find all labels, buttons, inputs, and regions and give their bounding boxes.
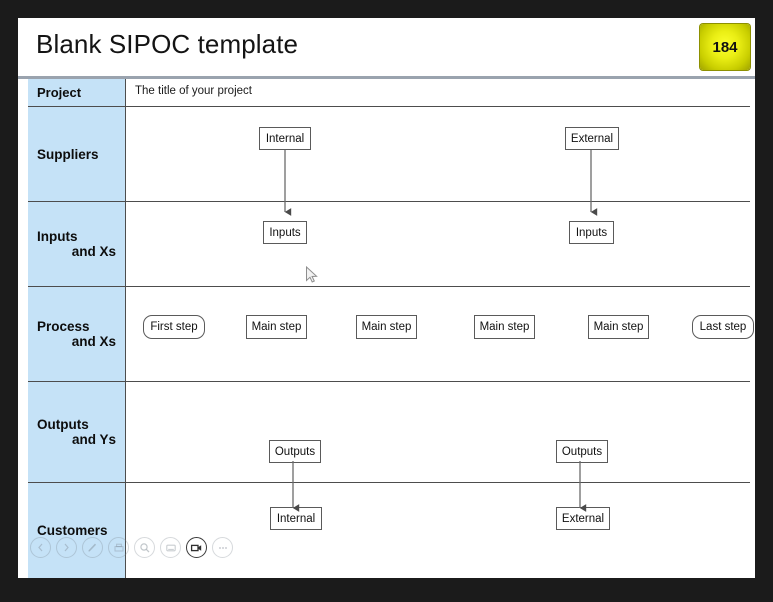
- row-label-suppliers: Suppliers: [28, 107, 126, 201]
- table-row-process: Process and Xs First step Main step Main…: [28, 287, 754, 382]
- row-body-inputs: Inputs Inputs: [126, 202, 750, 286]
- row-body-outputs: Outputs Outputs: [126, 382, 750, 482]
- process-step-3[interactable]: Main step: [356, 315, 417, 339]
- slide-header: Blank SIPOC template 184: [18, 18, 755, 76]
- camera-icon[interactable]: [186, 537, 207, 558]
- row-label-line2: and Ys: [71, 432, 116, 447]
- table-row-outputs: Outputs and Ys Outputs Outputs: [28, 382, 750, 483]
- pen-icon[interactable]: [82, 537, 103, 558]
- previous-slide-icon[interactable]: [30, 537, 51, 558]
- input-box-right[interactable]: Inputs: [569, 221, 614, 244]
- row-label-outputs: Outputs and Ys: [28, 382, 126, 482]
- process-step-4[interactable]: Main step: [474, 315, 535, 339]
- row-body-customers: Internal External: [126, 483, 750, 578]
- project-title-value: The title of your project: [135, 85, 252, 97]
- row-body-process: First step Main step Main step Main step…: [126, 287, 754, 381]
- process-step-6[interactable]: Last step: [692, 315, 754, 339]
- output-box-right[interactable]: Outputs: [556, 440, 608, 463]
- page-number-badge: 184: [700, 24, 750, 70]
- row-label-line1: Process: [37, 319, 90, 334]
- process-step-5[interactable]: Main step: [588, 315, 649, 339]
- table-row-customers: Customers Internal External: [28, 483, 750, 578]
- row-label-inputs: Inputs and Xs: [28, 202, 126, 286]
- row-label-line1: Suppliers: [37, 146, 99, 162]
- sipoc-table: Project The title of your project Suppli…: [28, 79, 754, 578]
- row-label-process: Process and Xs: [28, 287, 126, 381]
- table-row-project: Project The title of your project: [28, 79, 750, 107]
- customer-box-internal[interactable]: Internal: [270, 507, 322, 530]
- process-step-1[interactable]: First step: [143, 315, 205, 339]
- customer-box-external[interactable]: External: [556, 507, 610, 530]
- row-body-project: The title of your project: [126, 79, 750, 106]
- supplier-box-external[interactable]: External: [565, 127, 619, 150]
- header-divider: [18, 76, 755, 79]
- row-label-line1: Project: [37, 85, 82, 100]
- slide-view-icon[interactable]: [160, 537, 181, 558]
- process-step-2[interactable]: Main step: [246, 315, 307, 339]
- page-title: Blank SIPOC template: [36, 29, 299, 59]
- mouse-cursor: [306, 266, 318, 283]
- next-slide-icon[interactable]: [56, 537, 77, 558]
- output-box-left[interactable]: Outputs: [269, 440, 321, 463]
- row-label-project: Project: [28, 79, 126, 106]
- supplier-box-internal[interactable]: Internal: [259, 127, 311, 150]
- input-box-left[interactable]: Inputs: [263, 221, 307, 244]
- table-row-inputs: Inputs and Xs Inputs Inputs: [28, 202, 750, 287]
- presentation-toolbar: [30, 537, 233, 558]
- zoom-icon[interactable]: [134, 537, 155, 558]
- row-label-line1: Outputs: [37, 417, 89, 432]
- more-options-icon[interactable]: [212, 537, 233, 558]
- row-body-suppliers: Internal External: [126, 107, 750, 201]
- print-icon[interactable]: [108, 537, 129, 558]
- table-row-suppliers: Suppliers Internal External: [28, 107, 750, 202]
- row-label-line1: Inputs: [37, 229, 78, 244]
- presentation-slide: Blank SIPOC template 184 Project The tit…: [18, 18, 755, 578]
- row-label-line1: Customers: [37, 523, 108, 538]
- row-label-customers: Customers: [28, 483, 126, 578]
- row-label-line2: and Xs: [71, 244, 116, 259]
- row-label-line2: and Xs: [71, 334, 116, 349]
